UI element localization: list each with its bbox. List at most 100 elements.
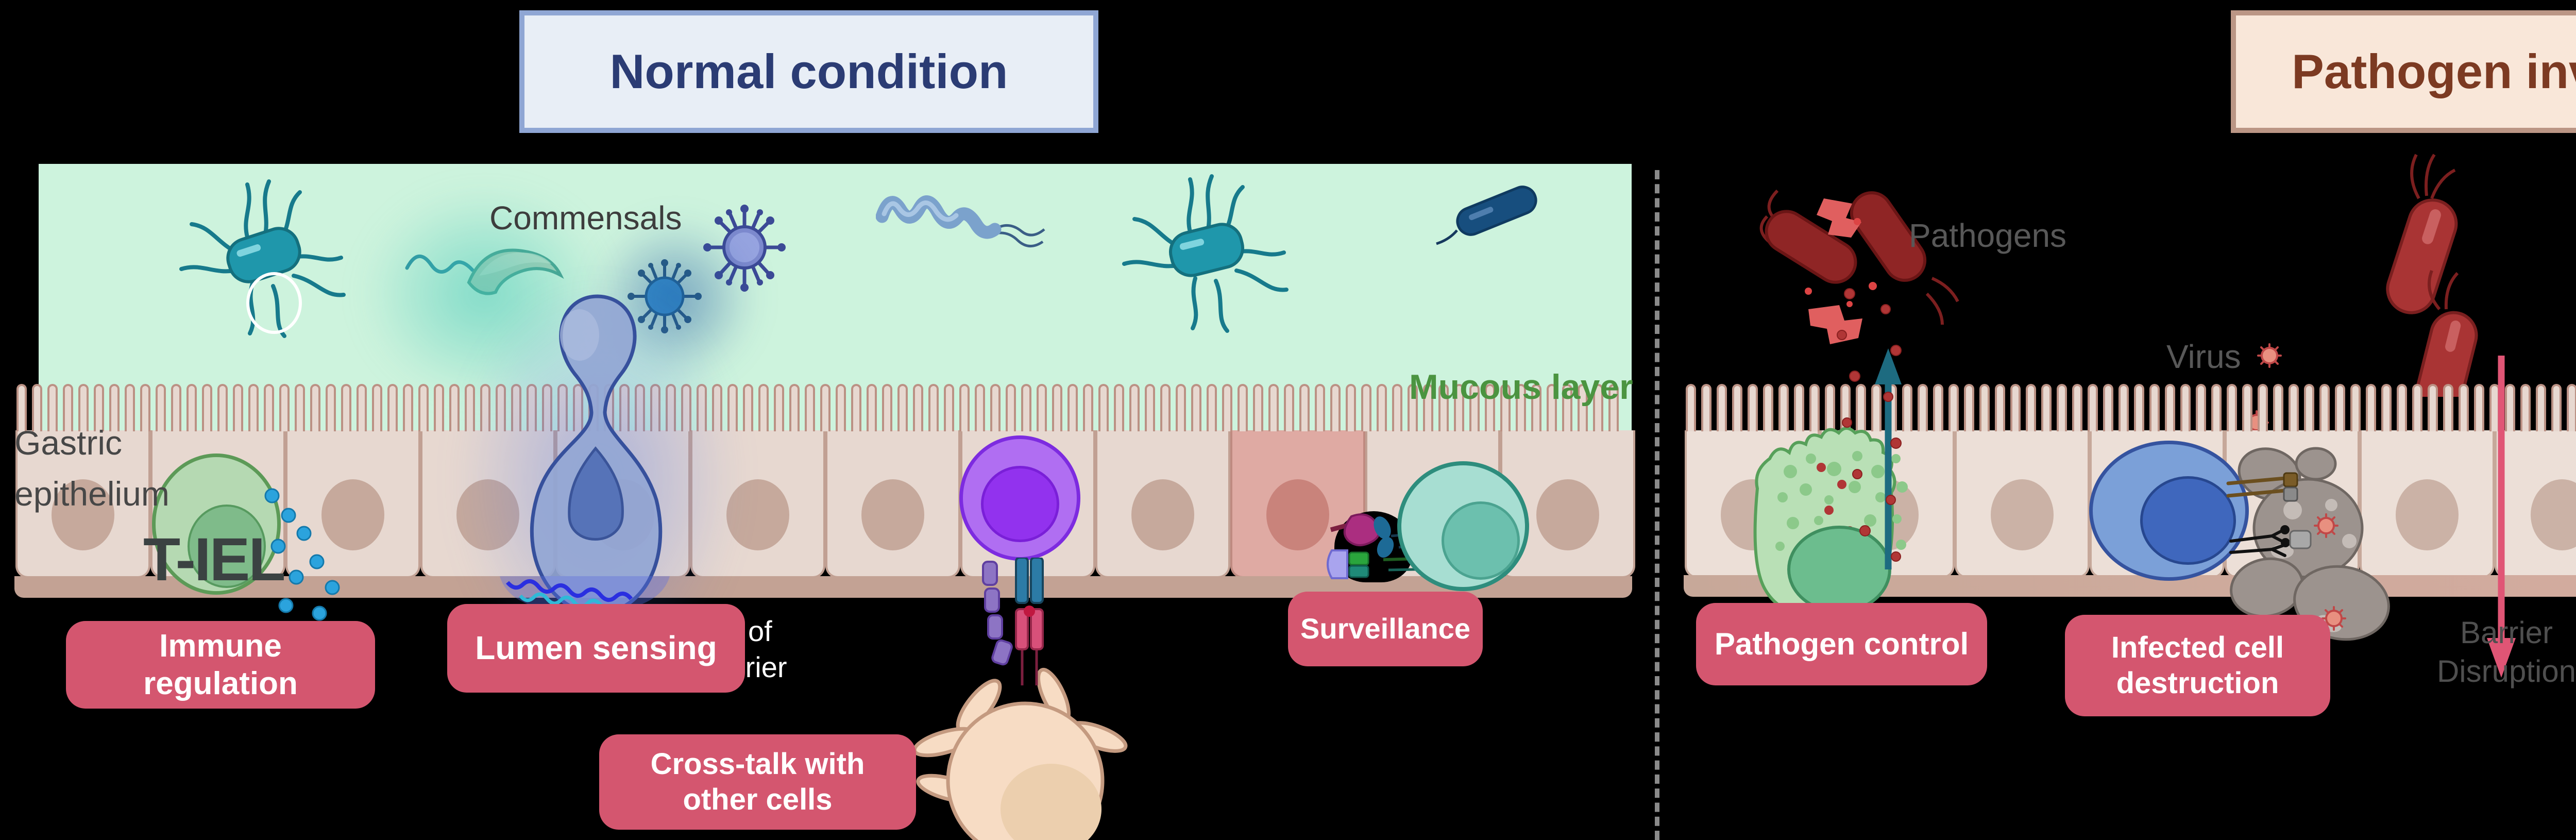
normal-condition-title-text: Normal condition bbox=[609, 44, 1008, 98]
epithelial-cell bbox=[15, 430, 150, 578]
microvillus-icon bbox=[2180, 384, 2191, 431]
microvillus-icon bbox=[2072, 384, 2082, 431]
microvillus-icon bbox=[635, 384, 645, 431]
microvillus-icon bbox=[1052, 384, 1062, 431]
mucous-layer-label: Mucous layer bbox=[1409, 367, 1633, 407]
epithelial-cell-nucleus bbox=[2531, 479, 2576, 550]
lumen-sensing-label-box: Lumen sensing bbox=[447, 604, 745, 693]
microvillus-icon bbox=[1748, 384, 1758, 431]
barrier-line2: Disruption bbox=[2436, 654, 2576, 688]
microvillus-icon bbox=[1037, 384, 1047, 431]
microvillus-icon bbox=[2459, 384, 2469, 431]
microvillus-icon bbox=[681, 384, 691, 431]
epithelial-cell bbox=[2495, 430, 2576, 578]
microvillus-icon bbox=[712, 384, 722, 431]
microvillus-icon bbox=[32, 384, 42, 431]
microvillus-icon bbox=[1593, 384, 1603, 431]
microvillus-icon bbox=[1608, 384, 1619, 431]
microvillus-icon bbox=[94, 384, 104, 431]
infected-cell-destruction-label-box: Infected cell destruction bbox=[2065, 615, 2330, 716]
microvillus-icon bbox=[2350, 384, 2361, 431]
microvillus-icon bbox=[2304, 384, 2314, 431]
barrier-disruption-label: Barrier Disruption bbox=[2391, 613, 2576, 691]
mucus-bubble-icon bbox=[246, 272, 302, 334]
microvillus-icon bbox=[1809, 384, 1820, 431]
microvillus-icon bbox=[542, 384, 552, 431]
microvillus-icon bbox=[1268, 384, 1279, 431]
immune-regulation-line2: regulation bbox=[143, 666, 298, 701]
microvillus-icon bbox=[743, 384, 753, 431]
microvillus-icon bbox=[2397, 384, 2407, 431]
pathogens-label: Pathogens bbox=[1909, 217, 2067, 254]
microvillus-icon bbox=[2088, 384, 2098, 431]
microvillus-icon bbox=[2381, 384, 2392, 431]
microvillus-icon bbox=[2412, 384, 2422, 431]
epithelial-cell bbox=[825, 430, 960, 578]
microvillus-icon bbox=[1701, 384, 1711, 431]
microvillus-icon bbox=[1346, 384, 1356, 431]
microvillus-icon bbox=[1454, 384, 1464, 431]
surveillance-label-box: Surveillance bbox=[1288, 592, 1483, 666]
epithelial-cell bbox=[2360, 430, 2495, 578]
epithelial-cell bbox=[285, 430, 420, 578]
spirochete-bacterium-icon bbox=[876, 195, 1045, 247]
microvillus-icon bbox=[465, 384, 475, 431]
microvillus-icon bbox=[217, 384, 228, 431]
microvillus-icon bbox=[372, 384, 382, 431]
tcr-receptor-icon bbox=[982, 558, 1044, 685]
virus-label: Virus bbox=[2166, 338, 2241, 375]
microvillus-icon bbox=[2551, 384, 2562, 431]
microvillus-icon bbox=[990, 384, 1001, 431]
microvillus-icon bbox=[341, 384, 351, 431]
microvillus-icon bbox=[2258, 384, 2268, 431]
microvillus-icon bbox=[202, 384, 212, 431]
microvillus-icon bbox=[1763, 384, 1773, 431]
microvillus-icon bbox=[2536, 384, 2546, 431]
panel-divider-dashed-line bbox=[1655, 170, 1659, 840]
microvillus-icon bbox=[1021, 384, 1031, 431]
microvillus-icon bbox=[1423, 384, 1433, 431]
microvillus-icon bbox=[1778, 384, 1789, 431]
surveillance-tiel-nucleus bbox=[1442, 501, 1520, 580]
microvillus-icon bbox=[619, 384, 630, 431]
gastric-line1: Gastric bbox=[14, 424, 123, 462]
microvillus-icon bbox=[1006, 384, 1016, 431]
surveillance-tiel-cell bbox=[1397, 461, 1529, 591]
epithelial-cell bbox=[1955, 430, 2090, 578]
epithelial-cell-nucleus bbox=[861, 479, 924, 550]
epithelial-cell bbox=[1095, 430, 1230, 578]
rod-bacterium-icon bbox=[1436, 186, 1537, 245]
microvillus-icon bbox=[2103, 384, 2113, 431]
microvillus-icon bbox=[233, 384, 243, 431]
microvillus-icon bbox=[2505, 384, 2515, 431]
microvillus-icon bbox=[1933, 384, 1943, 431]
epithelial-cell-nucleus bbox=[1266, 479, 1329, 550]
microvillus-icon bbox=[975, 384, 985, 431]
occluded-text-line1: of bbox=[748, 615, 772, 647]
microvillus-icon bbox=[836, 384, 846, 431]
microvillus-icon bbox=[511, 384, 521, 431]
microvillus-icon bbox=[2474, 384, 2484, 431]
microvillus-icon bbox=[697, 384, 707, 431]
crosstalk-line1: Cross-talk with bbox=[650, 747, 865, 781]
microvillus-icon bbox=[171, 384, 181, 431]
microvillus-icon bbox=[1717, 384, 1727, 431]
pathogen-control-text: Pathogen control bbox=[1714, 626, 1969, 661]
microvillus-icon bbox=[2196, 384, 2206, 431]
epithelial-cell-nucleus bbox=[1536, 479, 1599, 550]
commensals-label: Commensals bbox=[489, 199, 682, 237]
microvillus-icon bbox=[1948, 384, 1959, 431]
microvillus-icon bbox=[1083, 384, 1093, 431]
microvillus-icon bbox=[2567, 384, 2576, 431]
microvillus-icon bbox=[867, 384, 877, 431]
microvillus-icon bbox=[2211, 384, 2222, 431]
epithelial-cell-nucleus bbox=[1991, 479, 2054, 550]
immune-regulation-line1: Immune bbox=[159, 628, 282, 664]
pathogen-control-label-box: Pathogen control bbox=[1696, 603, 1987, 685]
epithelial-cell-nucleus bbox=[321, 479, 384, 550]
microvillus-icon bbox=[2119, 384, 2129, 431]
microvillus-icon bbox=[480, 384, 490, 431]
antigen-presentation-complex-icon bbox=[1327, 513, 1394, 579]
microvillus-icon bbox=[2242, 384, 2252, 431]
